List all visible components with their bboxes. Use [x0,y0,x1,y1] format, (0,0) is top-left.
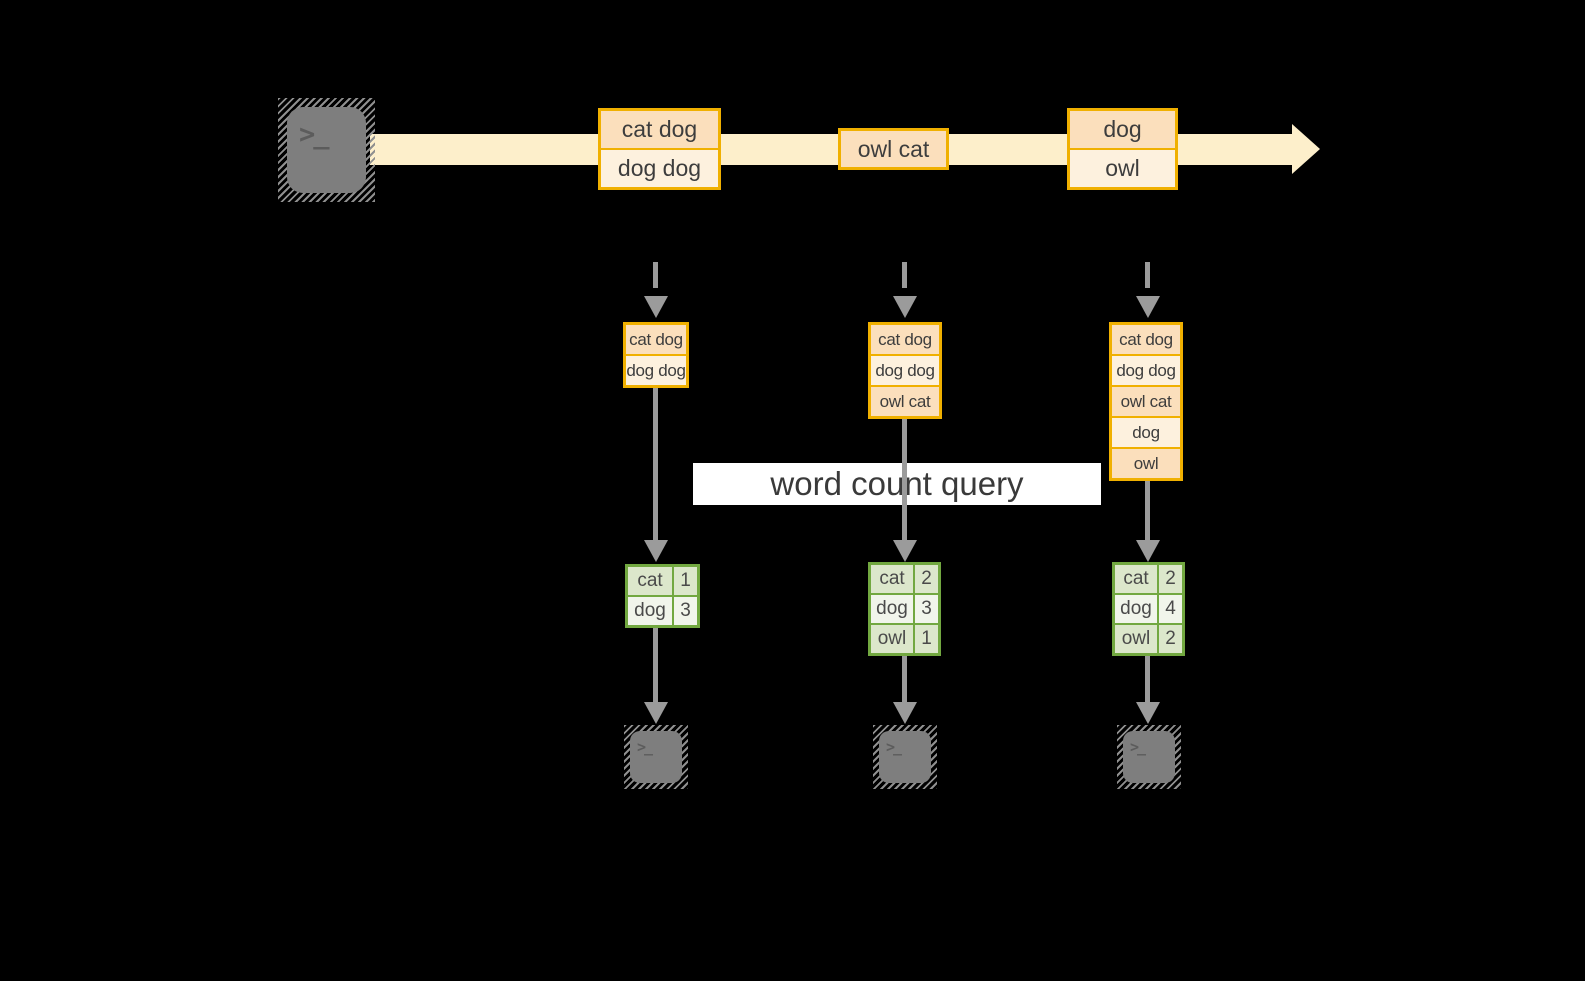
record-row: dog dog [1112,356,1180,385]
table-cell-word: dog [871,595,913,623]
stream-record-batch-1: cat dog dog dog [598,108,721,190]
query-label-banner: word count query [693,463,1101,505]
query-arrowhead-2 [893,540,917,562]
source-terminal-icon: >_ [278,98,375,202]
table-cell-word: dog [1115,595,1157,623]
table-cell-count: 2 [1159,565,1182,593]
ingest-arrow-dash-3 [1145,262,1150,288]
terminal-body: >_ [1123,731,1175,783]
ingest-arrowhead-1 [644,296,668,318]
table-cell-word: owl [871,625,913,653]
record-row: owl cat [841,131,946,167]
table-cell-count: 2 [915,565,938,593]
query-arrow-line-3 [1145,481,1150,540]
record-row: cat dog [626,325,686,354]
table-cell-word: cat [1115,565,1157,593]
record-row: cat dog [871,325,939,354]
table-cell-count: 3 [915,595,938,623]
table-cell-word: dog [628,597,672,625]
accumulated-records-box-1: cat dog dog dog [623,322,689,388]
ingest-arrow-dash-1 [653,262,658,288]
query-arrowhead-3 [1136,540,1160,562]
output-arrowhead-2 [893,702,917,724]
table-cell-word: owl [1115,625,1157,653]
table-cell-count: 2 [1159,625,1182,653]
accumulated-records-box-2: cat dog dog dog owl cat [868,322,942,419]
terminal-body: >_ [287,107,366,193]
record-row: dog dog [626,356,686,385]
table-cell-count: 4 [1159,595,1182,623]
ingest-arrowhead-2 [893,296,917,318]
table-cell-count: 1 [674,567,697,595]
ingest-arrow-dash-2 [902,262,907,288]
output-terminal-icon-3: >_ [1117,725,1181,789]
table-cell-count: 3 [674,597,697,625]
record-row: owl cat [871,387,939,416]
record-row: owl cat [1112,387,1180,416]
output-arrowhead-3 [1136,702,1160,724]
output-arrow-line-1 [653,628,658,702]
word-count-table-3: cat 2 dog 4 owl 2 [1112,562,1185,656]
query-arrow-line-1 [653,388,658,540]
record-row: owl [1070,150,1175,187]
stream-record-batch-3: dog owl [1067,108,1178,190]
table-cell-word: cat [871,565,913,593]
terminal-prompt-icon: >_ [637,738,653,756]
accumulated-records-box-3: cat dog dog dog owl cat dog owl [1109,322,1183,481]
record-row: owl [1112,449,1180,478]
stream-arrowhead-icon [1292,124,1320,174]
output-terminal-icon-2: >_ [873,725,937,789]
query-arrowhead-1 [644,540,668,562]
output-arrow-line-2 [902,656,907,702]
table-cell-word: cat [628,567,672,595]
terminal-prompt-icon: >_ [886,738,902,756]
table-cell-count: 1 [915,625,938,653]
output-arrowhead-1 [644,702,668,724]
output-arrow-line-3 [1145,656,1150,702]
record-row: dog [1070,111,1175,148]
ingest-arrowhead-3 [1136,296,1160,318]
word-count-table-2: cat 2 dog 3 owl 1 [868,562,941,656]
output-terminal-icon-1: >_ [624,725,688,789]
terminal-body: >_ [879,731,931,783]
record-row: dog dog [871,356,939,385]
terminal-prompt-icon: >_ [1130,738,1146,756]
terminal-prompt-icon: >_ [299,119,329,150]
record-row: cat dog [601,111,718,148]
record-row: dog [1112,418,1180,447]
stream-record-batch-2: owl cat [838,128,949,170]
query-arrow-line-2 [902,417,907,540]
record-row: dog dog [601,150,718,187]
terminal-body: >_ [630,731,682,783]
word-count-table-1: cat 1 dog 3 [625,564,700,628]
record-row: cat dog [1112,325,1180,354]
